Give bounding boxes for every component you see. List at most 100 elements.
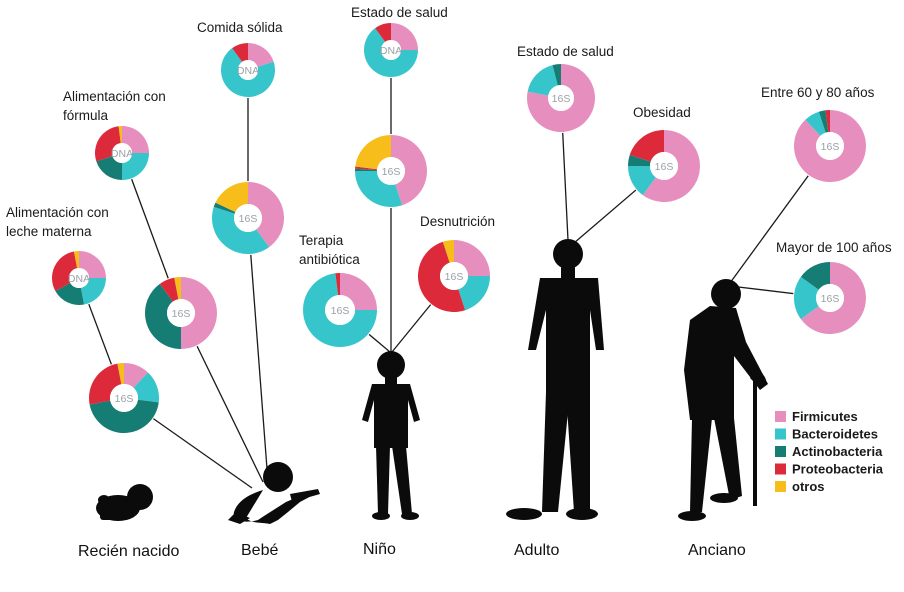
donut-slice-actinobacteria <box>628 154 651 166</box>
donut-child-malnutrition-16s: 16S <box>417 239 491 313</box>
donut-slice-firmicutes <box>527 64 595 132</box>
donut-center-label: 16S <box>115 393 134 405</box>
donut-adult-health-16s: 16S <box>526 63 596 133</box>
donut-newborn-breast-16s: 16S <box>88 362 160 434</box>
donut-slice-otros <box>118 126 122 144</box>
donut-baby-solid-dna: DNA <box>220 42 276 98</box>
stage-label-newborn: Recién nacido <box>78 543 180 560</box>
donut-slice-otros <box>442 240 454 263</box>
donut-slice-firmicutes <box>800 262 867 334</box>
donut-center-label: DNA <box>111 148 133 160</box>
donut-child-health-16s: 16S <box>354 134 428 208</box>
donut-slice-bacteroidetes <box>805 111 826 136</box>
donut-slice-bacteroidetes <box>793 276 819 320</box>
donut-center-label: 16S <box>239 213 258 225</box>
donut-hole <box>548 85 574 111</box>
legend-swatch-actinobacteria <box>775 446 786 457</box>
label-age-60-80: Entre 60 y 80 años <box>761 85 875 100</box>
donut-slice-actinobacteria <box>800 262 830 290</box>
legend-label-otros: otros <box>792 479 825 494</box>
donut-center-label: 16S <box>331 305 350 317</box>
donut-slice-bacteroidetes <box>80 278 106 305</box>
newborn-silhouette <box>96 484 153 521</box>
donut-hole <box>238 60 258 80</box>
donut-slice-proteobacteria <box>94 126 121 162</box>
donut-slice-bacteroidetes <box>221 48 275 97</box>
donut-slice-otros <box>215 182 248 213</box>
donut-hole <box>69 268 89 288</box>
donut-slice-bacteroidetes <box>355 171 403 207</box>
label-child-health: Estado de salud <box>351 5 448 20</box>
baby-silhouette <box>228 462 320 524</box>
donut-slice-actinobacteria <box>89 399 159 433</box>
donut-slice-bacteroidetes <box>211 206 270 255</box>
donut-hole <box>381 40 401 60</box>
donut-child-health-dna: DNA <box>363 22 419 78</box>
legend-label-actinobacteria: Actinobacteria <box>792 444 883 459</box>
donut-newborn-formula-16s: 16S <box>144 276 218 350</box>
donut-slice-proteobacteria <box>375 23 391 42</box>
donut-slice-firmicutes <box>181 277 217 349</box>
donut-slice-firmicutes <box>248 43 274 67</box>
donut-slice-actinobacteria <box>552 64 561 86</box>
donut-slice-bacteroidetes <box>458 276 490 311</box>
donut-adult-obesity-16s: 16S <box>627 129 701 203</box>
donut-slice-actinobacteria <box>818 110 829 133</box>
donut-elder-60-80-16s: 16S <box>793 109 867 183</box>
donut-center-label: 16S <box>821 293 840 305</box>
adult-silhouette <box>506 239 604 520</box>
donut-slice-otros <box>73 251 79 269</box>
donut-hole <box>650 152 678 180</box>
legend-swatch-proteobacteria <box>775 463 786 475</box>
donut-hole <box>816 132 844 160</box>
label-formula-feeding: Alimentación con fórmula <box>63 89 170 123</box>
child-silhouette <box>362 351 420 520</box>
legend-swatch-firmicutes <box>775 411 786 422</box>
donut-slice-firmicutes <box>391 135 427 206</box>
stage-label-elder: Anciano <box>688 542 746 559</box>
label-malnutrition: Desnutrición <box>420 214 495 229</box>
donut-center-label: DNA <box>237 65 259 77</box>
legend-label-firmicutes: Firmicutes <box>792 409 858 424</box>
donut-child-antibiotic-16s: 16S <box>302 272 378 348</box>
donut-slice-proteobacteria <box>89 363 122 405</box>
connector-line <box>247 217 269 483</box>
donut-slice-actinobacteria <box>96 156 122 180</box>
donut-slice-bacteroidetes <box>133 372 159 403</box>
label-antibiotic-therapy: Terapia antibiótica <box>299 233 360 267</box>
donut-slice-proteobacteria <box>355 166 378 171</box>
donut-slice-firmicutes <box>340 273 377 310</box>
legend-swatch-bacteroidetes <box>775 428 786 440</box>
legend-label-proteobacteria: Proteobacteria <box>792 462 884 477</box>
donut-slice-proteobacteria <box>159 277 179 302</box>
donut-slice-proteobacteria <box>418 241 466 313</box>
donut-slice-actinobacteria <box>55 282 85 305</box>
donut-slice-firmicutes <box>642 130 700 202</box>
legend-label-bacteroidetes: Bacteroidetes <box>792 427 878 442</box>
donut-slice-bacteroidetes <box>527 65 558 96</box>
donut-newborn-breast-dna: DNA <box>51 250 107 306</box>
donut-slice-proteobacteria <box>335 273 340 296</box>
donut-slice-firmicutes <box>79 251 106 278</box>
donut-slice-otros <box>117 363 124 385</box>
donut-hole <box>234 204 262 232</box>
donut-hole <box>112 143 132 163</box>
label-obesity: Obesidad <box>633 105 691 120</box>
donut-slice-bacteroidetes <box>628 166 656 196</box>
stage-label-adult: Adulto <box>514 542 559 559</box>
donut-center-label: 16S <box>445 271 464 283</box>
label-adult-health: Estado de salud <box>517 44 614 59</box>
donut-slice-bacteroidetes <box>122 153 149 180</box>
donut-charts: DNA 16S DNA 16S DNA 16S DNA 16S 16S 16S 16S 16S 16S 1… <box>51 22 867 434</box>
donut-hole <box>167 299 195 327</box>
donut-center-label: DNA <box>380 45 402 57</box>
donut-center-label: 16S <box>655 161 674 173</box>
donut-slice-actinobacteria <box>213 202 236 214</box>
donut-slice-proteobacteria <box>232 43 248 62</box>
donut-hole <box>377 157 405 185</box>
donut-slice-actinobacteria <box>145 283 181 349</box>
label-age-100: Mayor de 100 años <box>776 240 892 255</box>
label-solid-food: Comida sólida <box>197 20 283 35</box>
